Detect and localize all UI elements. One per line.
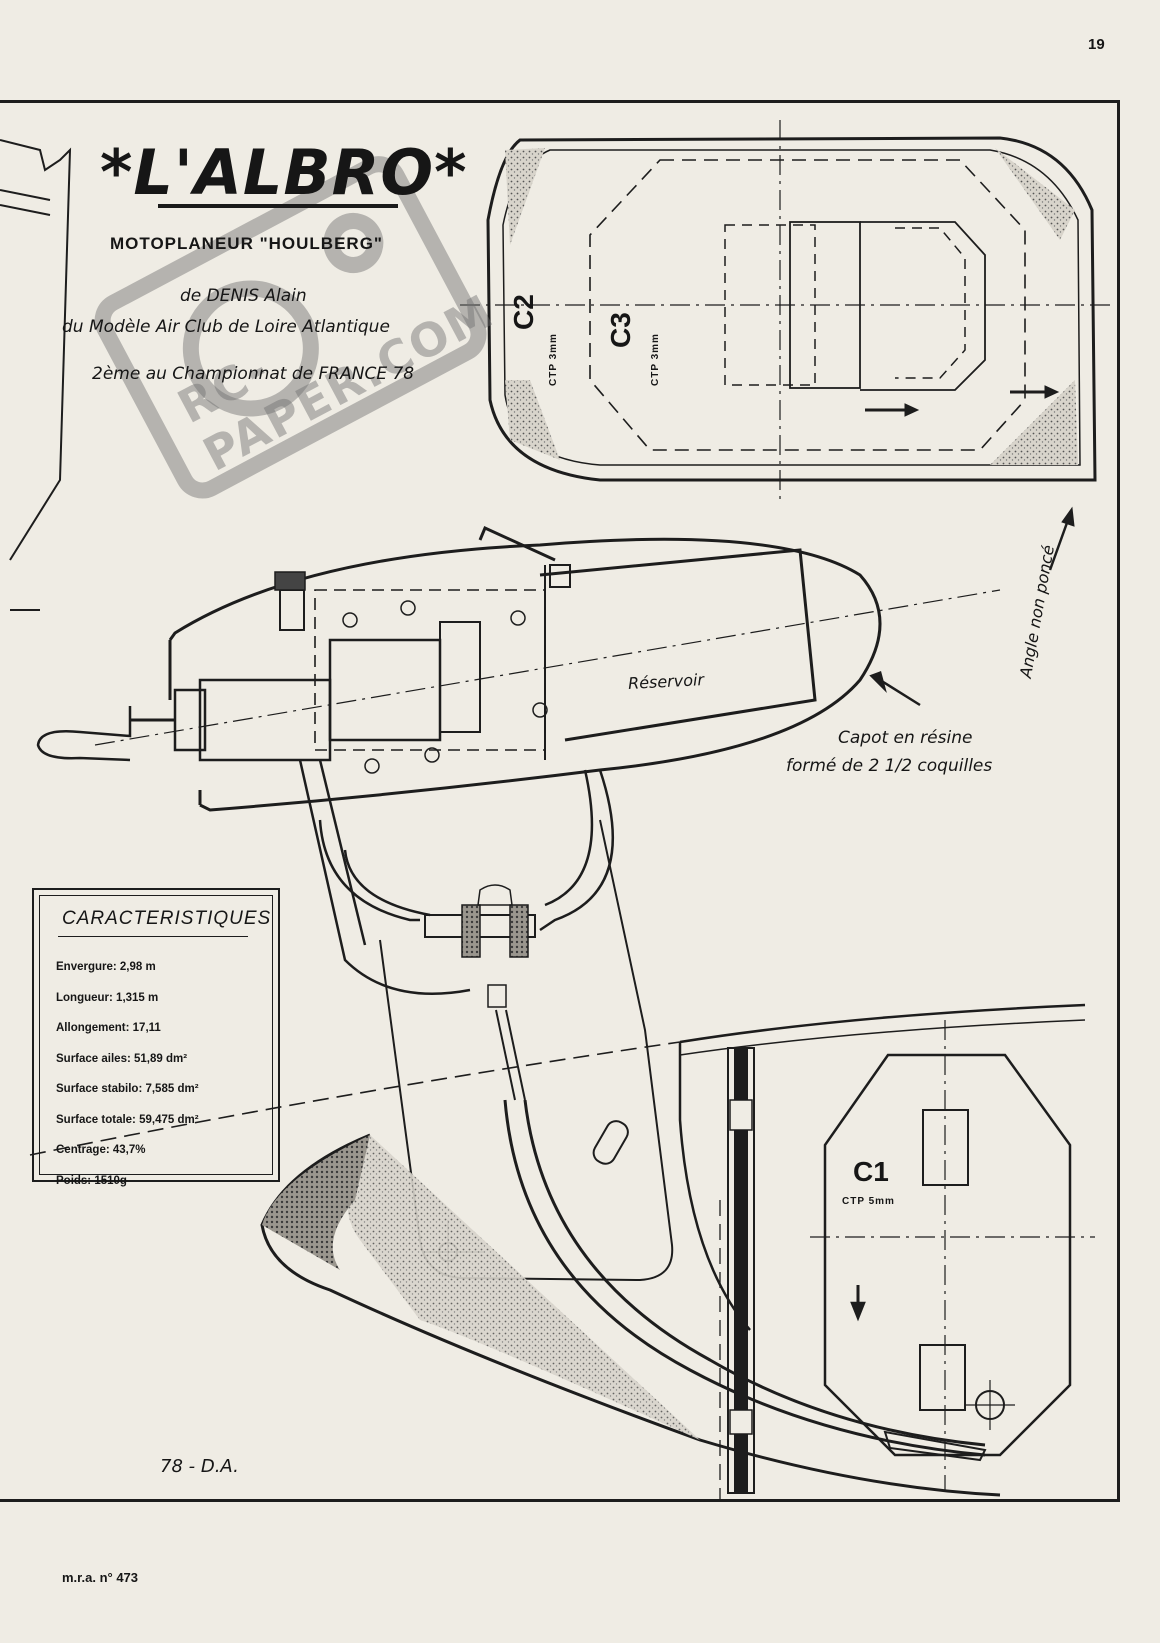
page-number: 19: [1088, 36, 1105, 53]
specs-title-underline: [58, 936, 248, 937]
title-underline: [158, 204, 398, 208]
capot-label-line2: formé de 2 1/2 coquilles: [786, 756, 993, 776]
former-c2-c3: [460, 120, 1110, 500]
specs-inner-frame: CARACTERISTIQUES Envergure: 2,98 m Longu…: [39, 895, 273, 1187]
engine-cowl: [36, 525, 1001, 812]
specs-list: Envergure: 2,98 m Longueur: 1,315 m Allo…: [56, 952, 199, 1196]
watermark-logo: RC-PAPER.COM: [41, 85, 549, 564]
reservoir-label: Réservoir: [627, 670, 705, 693]
wing-fragment: [0, 139, 72, 611]
author-line: de DENIS Alain: [180, 286, 307, 306]
club-line: du Modèle Air Club de Loire Atlantique: [62, 317, 390, 337]
part-label-c2: C2: [508, 294, 539, 330]
part-sub-c1: CTP 5mm: [842, 1196, 895, 1207]
part-label-c1: C1: [853, 1156, 889, 1187]
spec-item: Poids: 1510g: [56, 1174, 127, 1187]
part-sub-c2: CTP 3mm: [548, 333, 559, 386]
subtitle: MOTOPLANEUR "HOULBERG": [110, 234, 383, 253]
spec-item: Envergure: 2,98 m: [56, 961, 156, 973]
spec-item: Surface stabilo: 7,585 dm²: [56, 1083, 199, 1095]
part-sub-c3: CTP 3mm: [650, 333, 661, 386]
signature: 78 - D.A.: [160, 1456, 239, 1477]
mount-pylon: [298, 759, 987, 1462]
camera-icon: [94, 156, 487, 499]
specs-box: CARACTERISTIQUES Envergure: 2,98 m Longu…: [32, 888, 280, 1187]
fuselage-side: [29, 1003, 1086, 1500]
part-label-c3: C3: [605, 312, 636, 348]
rank-line: 2ème au Championnat de FRANCE 78: [92, 364, 415, 384]
spec-item: Surface totale: 59,475 dm²: [56, 1113, 199, 1126]
magazine-footer: m.r.a. n° 473: [62, 1570, 139, 1585]
spec-item: Longueur: 1,315 m: [56, 991, 159, 1004]
specs-title: CARACTERISTIQUES: [62, 908, 272, 929]
spec-item: Allongement: 17,11: [56, 1022, 161, 1034]
page-title: *L'ALBRO*: [100, 136, 468, 209]
drawing-frame: [0, 100, 1120, 1502]
spec-item: Surface ailes: 51,89 dm²: [56, 1052, 188, 1065]
former-c1: [810, 1020, 1095, 1490]
capot-label-line1: Capot en résine: [838, 728, 973, 748]
spec-item: Centrage: 43,7%: [56, 1144, 146, 1156]
